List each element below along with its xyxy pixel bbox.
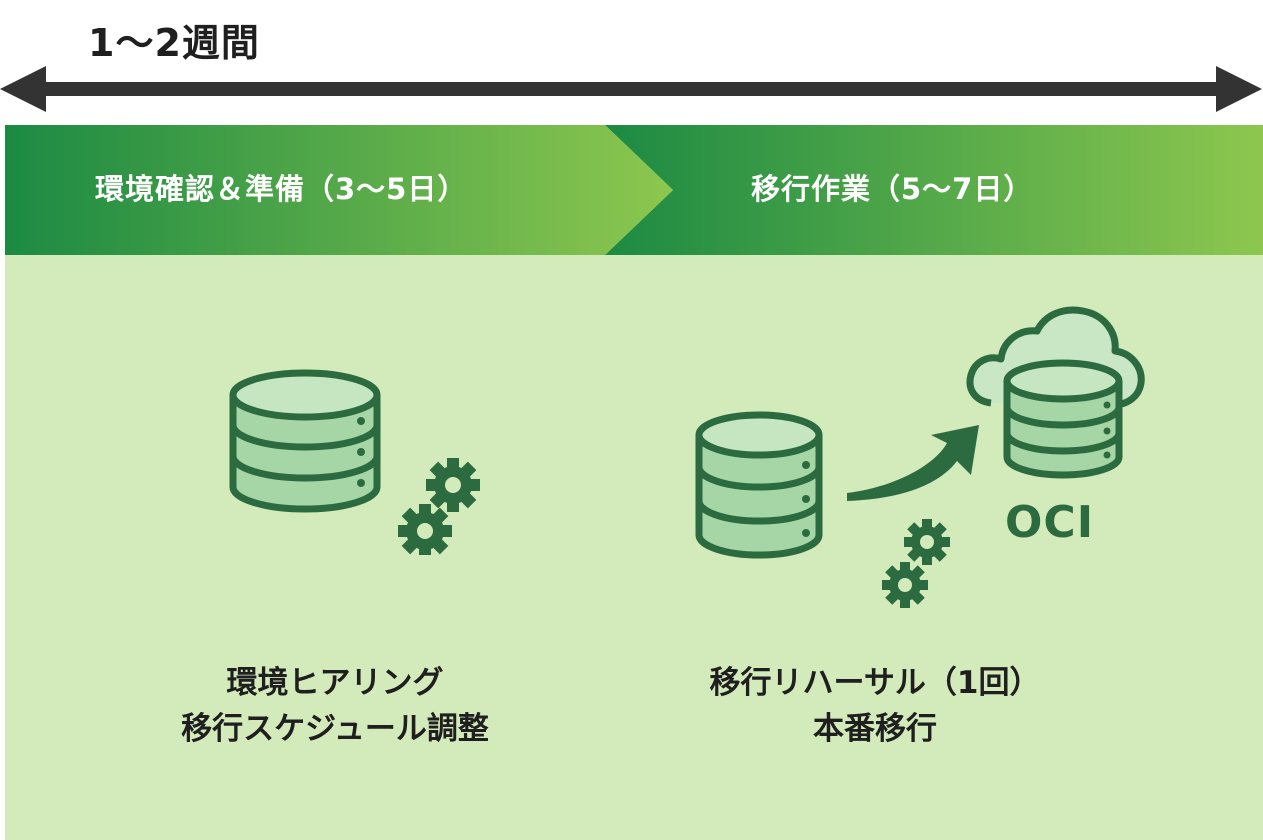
phase2-line-1: 移行リハーサル（1回） <box>709 665 1041 701</box>
gear-icon <box>904 519 950 565</box>
database-migration-to-cloud-icon <box>695 306 1145 608</box>
phase-panel: 環境確認＆準備（3～5日） 移行作業（5～7日） <box>5 125 1263 840</box>
phase2-line-2: 本番移行 <box>813 711 937 747</box>
phase1-title: 環境確認＆準備（3～5日） <box>95 172 468 206</box>
duration-label: 1～2週間 <box>88 21 260 65</box>
phase2-chevron <box>605 125 1263 255</box>
gear-icon <box>882 562 928 608</box>
timeline-double-arrow <box>0 66 1262 112</box>
gear-icon <box>426 458 480 512</box>
database-with-gears-icon <box>229 369 480 555</box>
phase2-title: 移行作業（5～7日） <box>751 172 1034 206</box>
phase2-description: 移行リハーサル（1回） 本番移行 <box>645 660 1105 752</box>
phase1-line-2: 移行スケジュール調整 <box>181 711 489 747</box>
gear-icon <box>398 504 452 555</box>
oci-label: OCI <box>1005 497 1095 548</box>
phase1-chevron <box>5 125 673 255</box>
migration-arrow <box>847 425 979 501</box>
phase1-line-1: 環境ヒアリング <box>226 665 444 701</box>
phase-header-band <box>5 125 1263 255</box>
phase1-description: 環境ヒアリング 移行スケジュール調整 <box>65 660 605 752</box>
